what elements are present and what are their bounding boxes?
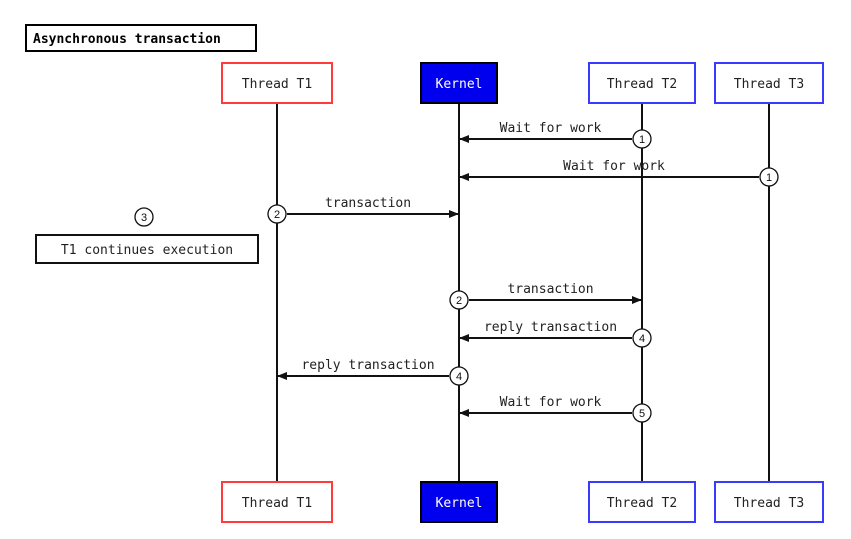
message-3: transaction 2	[267, 196, 459, 224]
participant-label: Thread T1	[242, 77, 312, 92]
step-circle	[449, 290, 469, 310]
step-number: 2	[274, 209, 280, 221]
participant-box	[221, 481, 333, 523]
participant-t2-top: Thread T2	[588, 62, 696, 104]
participant-box	[420, 481, 498, 523]
diagram-title: Asynchronous transaction	[33, 32, 221, 47]
step-number: 4	[456, 371, 462, 383]
step-circle	[632, 328, 652, 348]
step-circle	[759, 167, 779, 187]
step-circle	[449, 366, 469, 386]
participant-t3-top: Thread T3	[714, 62, 824, 104]
participant-box	[588, 481, 696, 523]
message-label: reply transaction	[301, 358, 434, 373]
message-label: reply transaction	[484, 320, 617, 335]
participant-kernel-bottom: Kernel	[420, 481, 498, 523]
participant-t3-bottom: Thread T3	[714, 481, 824, 523]
participant-label: Thread T2	[607, 77, 677, 92]
message-6: reply transaction 4	[277, 358, 469, 386]
participant-t1-top: Thread T1	[221, 62, 333, 104]
participant-box	[714, 62, 824, 104]
participant-label: Thread T2	[607, 496, 677, 511]
step-number: 2	[456, 295, 462, 307]
message-1: Wait for work 1	[459, 121, 652, 149]
message-label: Wait for work	[500, 395, 602, 410]
note-box	[35, 234, 259, 264]
step-number: 1	[766, 172, 772, 184]
participant-label: Kernel	[436, 77, 483, 92]
message-7: Wait for work 5	[459, 395, 652, 423]
participant-box	[714, 481, 824, 523]
message-label: transaction	[325, 196, 411, 211]
message-4: transaction 2	[449, 282, 642, 310]
diagram-title-box: Asynchronous transaction	[25, 24, 257, 52]
participant-label: Thread T3	[734, 496, 804, 511]
note-step-number: 3	[141, 212, 147, 224]
message-label: Wait for work	[500, 121, 602, 136]
note-text: T1 continues execution	[61, 243, 233, 258]
step-number: 5	[639, 408, 645, 420]
message-5: reply transaction 4	[459, 320, 652, 348]
message-2: Wait for work 1	[459, 159, 779, 187]
step-circle	[267, 204, 287, 224]
note-group: 3 T1 continues execution	[35, 207, 259, 264]
participant-box	[420, 62, 498, 104]
message-label: Wait for work	[563, 159, 665, 174]
participant-box	[588, 62, 696, 104]
note-step-circle	[134, 207, 154, 227]
participant-label: Thread T1	[242, 496, 312, 511]
participant-kernel-top: Kernel	[420, 62, 498, 104]
message-label: transaction	[507, 282, 593, 297]
step-number: 4	[639, 333, 645, 345]
step-number: 1	[639, 134, 645, 146]
step-circle	[632, 403, 652, 423]
participant-label: Thread T3	[734, 77, 804, 92]
participant-box	[221, 62, 333, 104]
participant-t1-bottom: Thread T1	[221, 481, 333, 523]
step-circle	[632, 129, 652, 149]
participant-label: Kernel	[436, 496, 483, 511]
participant-t2-bottom: Thread T2	[588, 481, 696, 523]
